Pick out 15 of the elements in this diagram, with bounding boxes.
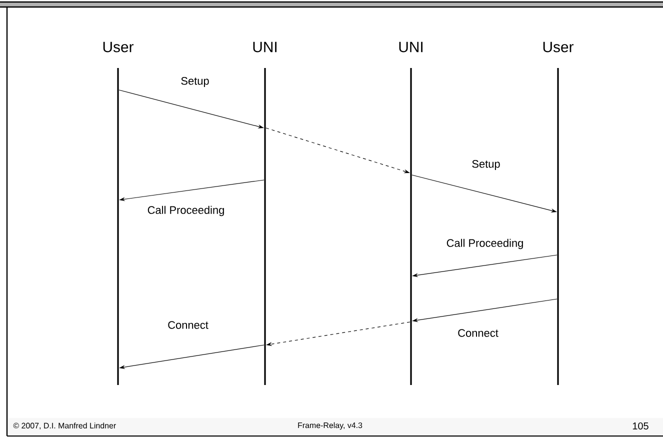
message-label: Setup [181,77,209,87]
lifeline [543,42,574,385]
message-label: Call Proceeding [446,238,523,250]
lifeline-heading: UNI [253,42,276,52]
lifeline-heading: User [543,42,574,52]
lifeline-heading: UNI [399,42,422,52]
lifeline-heading: User [103,42,134,52]
lifeline [253,42,276,385]
message-label: Call Proceeding [148,206,224,216]
footer-text: 105 [632,422,648,430]
lifeline [103,42,134,385]
message-label: Connect [168,321,208,329]
message-label: Setup [472,160,500,170]
message-label: Connect [458,329,498,337]
lifeline [399,42,422,385]
